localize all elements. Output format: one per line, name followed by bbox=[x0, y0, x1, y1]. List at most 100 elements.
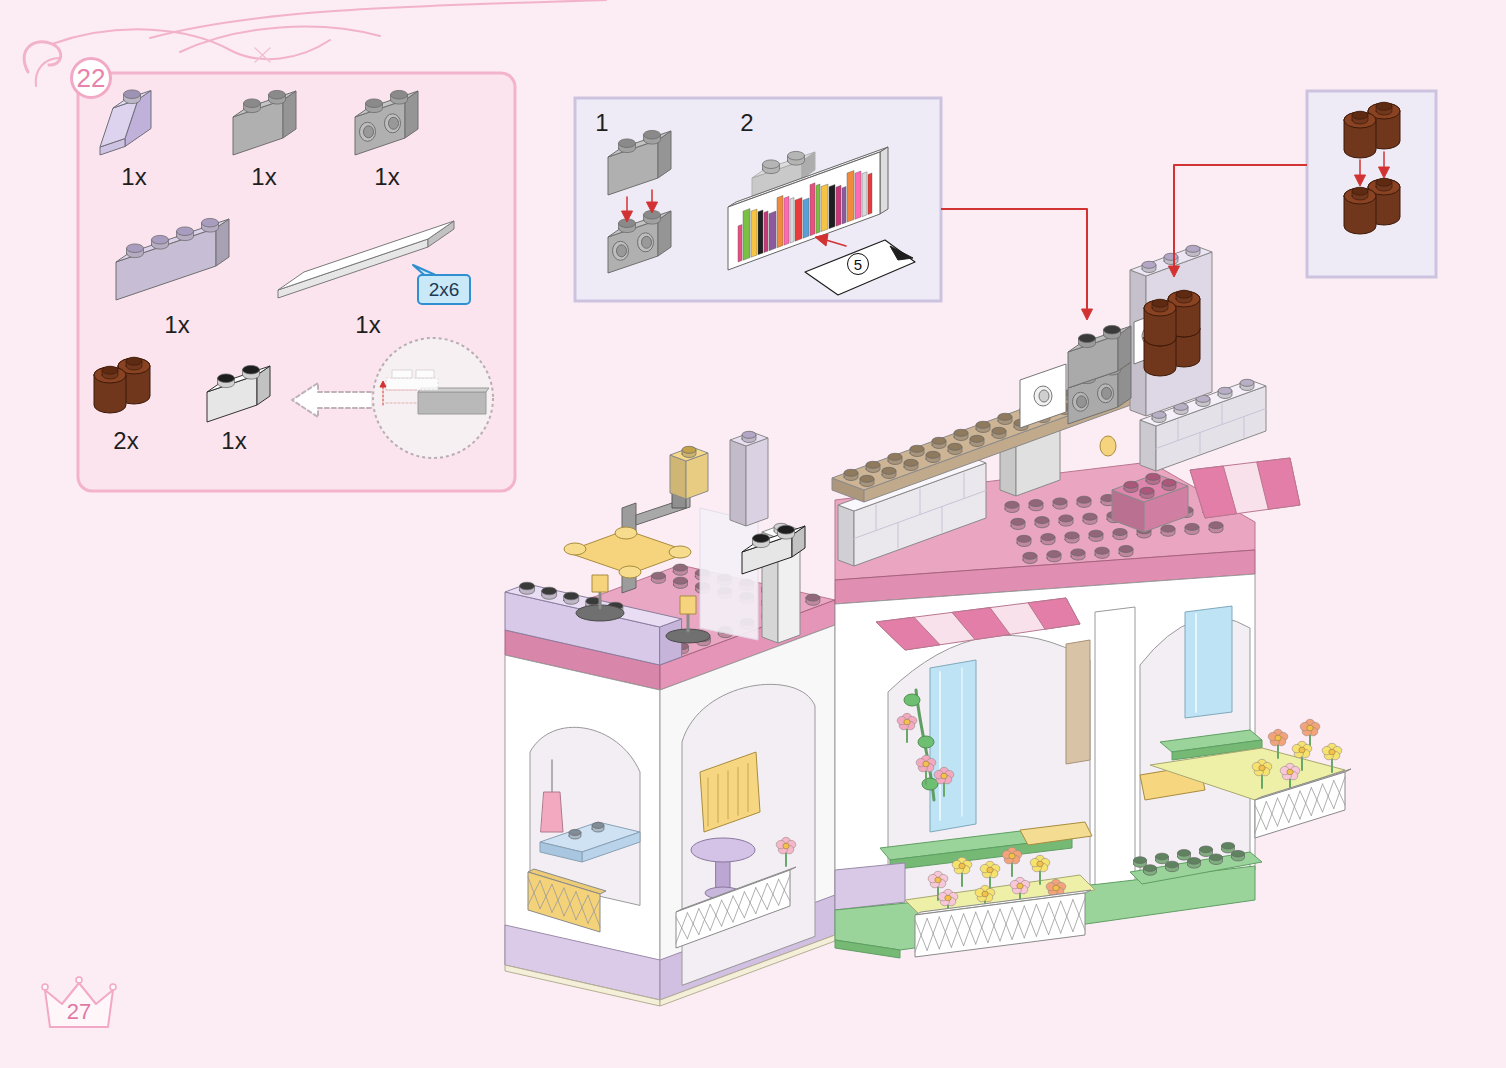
stud-top bbox=[1352, 111, 1368, 119]
column bbox=[1095, 607, 1135, 900]
fence-lattice bbox=[710, 900, 721, 930]
block-top bbox=[832, 374, 1150, 490]
quantity-label: 1x bbox=[374, 165, 399, 189]
green-base-edge bbox=[835, 940, 900, 958]
brick-front bbox=[1068, 335, 1118, 388]
brick-top bbox=[1068, 326, 1131, 352]
window-shine bbox=[939, 672, 941, 820]
quantity-label: 1x bbox=[355, 313, 380, 337]
stud-top bbox=[1222, 842, 1235, 849]
side-stud bbox=[360, 122, 376, 141]
side-stud-hole bbox=[1039, 390, 1049, 402]
flower-center bbox=[1329, 749, 1335, 755]
book-sticker bbox=[810, 183, 815, 236]
brick-top bbox=[608, 131, 671, 157]
fence-lattice bbox=[528, 881, 540, 905]
lamp-arm bbox=[592, 575, 608, 592]
stud-top bbox=[998, 413, 1012, 420]
sticker-number-text: 5 bbox=[854, 257, 862, 272]
page-swirl bbox=[24, 42, 61, 72]
page-swirl bbox=[150, 0, 606, 38]
stud-top bbox=[1029, 500, 1043, 507]
arrow-head bbox=[647, 202, 658, 213]
awning-stripe bbox=[1190, 466, 1237, 518]
stud-top bbox=[742, 431, 756, 438]
fence-panel bbox=[1255, 772, 1345, 838]
side-stud-hole bbox=[1077, 396, 1087, 408]
stud-top bbox=[1083, 513, 1097, 520]
lamp-cord bbox=[551, 760, 553, 792]
brick-top bbox=[608, 211, 671, 237]
side-stud bbox=[1098, 384, 1114, 403]
stud-top bbox=[177, 227, 194, 236]
sticker-number: 5 bbox=[847, 253, 869, 275]
brick-texture bbox=[1156, 409, 1266, 449]
brick-texture bbox=[876, 505, 877, 531]
stud-top bbox=[888, 453, 902, 460]
fence-panel bbox=[528, 872, 600, 932]
stud-top bbox=[1156, 853, 1169, 860]
side-stud-hole bbox=[617, 245, 627, 257]
ghost-stud bbox=[392, 370, 412, 378]
stud-top bbox=[1023, 552, 1037, 559]
slope-face bbox=[100, 100, 138, 148]
fence-lattice bbox=[1061, 900, 1073, 934]
window-glass bbox=[930, 660, 976, 832]
stud-top bbox=[948, 443, 962, 450]
base-strip bbox=[835, 863, 905, 910]
round-brick-top bbox=[1344, 188, 1376, 204]
fence-lattice bbox=[988, 909, 1000, 943]
stud-top bbox=[1176, 290, 1192, 298]
brick-texture bbox=[1244, 417, 1245, 438]
block-top bbox=[670, 447, 708, 461]
side-stud bbox=[1073, 392, 1089, 411]
flower-center bbox=[987, 867, 993, 873]
stud-top bbox=[1113, 529, 1127, 536]
stud-top bbox=[366, 99, 383, 108]
stud-top bbox=[860, 475, 874, 482]
chair-detail bbox=[718, 774, 719, 822]
stud-top bbox=[910, 445, 924, 452]
wall bbox=[660, 625, 835, 1000]
flower-center bbox=[783, 843, 789, 849]
stud-top bbox=[651, 572, 665, 579]
fence-lattice bbox=[964, 912, 976, 946]
stud-top bbox=[844, 469, 858, 476]
stud-top bbox=[1077, 496, 1091, 503]
stud-top bbox=[102, 366, 118, 374]
fence-lattice bbox=[779, 875, 790, 905]
stud-top bbox=[243, 365, 260, 374]
book-sticker bbox=[758, 210, 763, 255]
stud-top bbox=[763, 160, 780, 169]
stud-top bbox=[1017, 535, 1031, 542]
stud-top bbox=[926, 451, 940, 458]
flower-center bbox=[923, 761, 929, 767]
page-number: 27 bbox=[40, 975, 118, 1031]
book-sticker bbox=[842, 187, 846, 225]
book-sticker bbox=[868, 173, 872, 215]
stud-top bbox=[244, 99, 261, 108]
slope-top bbox=[113, 91, 151, 109]
stud-top bbox=[1047, 551, 1061, 558]
book-sticker bbox=[829, 185, 835, 229]
fence-lattice bbox=[1278, 795, 1289, 827]
leader-arrow-line bbox=[941, 209, 1087, 309]
window-glass bbox=[1185, 606, 1232, 718]
stud-top bbox=[753, 534, 770, 543]
arrow-head bbox=[1379, 167, 1390, 178]
stud-top bbox=[1178, 850, 1191, 857]
fence-lattice bbox=[722, 896, 733, 926]
leaf bbox=[904, 694, 920, 706]
flower-center bbox=[1275, 735, 1281, 741]
fence-lattice bbox=[927, 917, 939, 951]
brick-front bbox=[608, 220, 658, 273]
crown-jewel bbox=[110, 984, 116, 990]
subassembly-panel bbox=[575, 98, 941, 301]
fence-lattice bbox=[1012, 906, 1024, 940]
green-plate bbox=[1130, 852, 1262, 884]
flower-center bbox=[1037, 861, 1043, 867]
stud-top bbox=[520, 582, 535, 590]
stud-top bbox=[202, 218, 219, 227]
block-top bbox=[1112, 474, 1188, 502]
